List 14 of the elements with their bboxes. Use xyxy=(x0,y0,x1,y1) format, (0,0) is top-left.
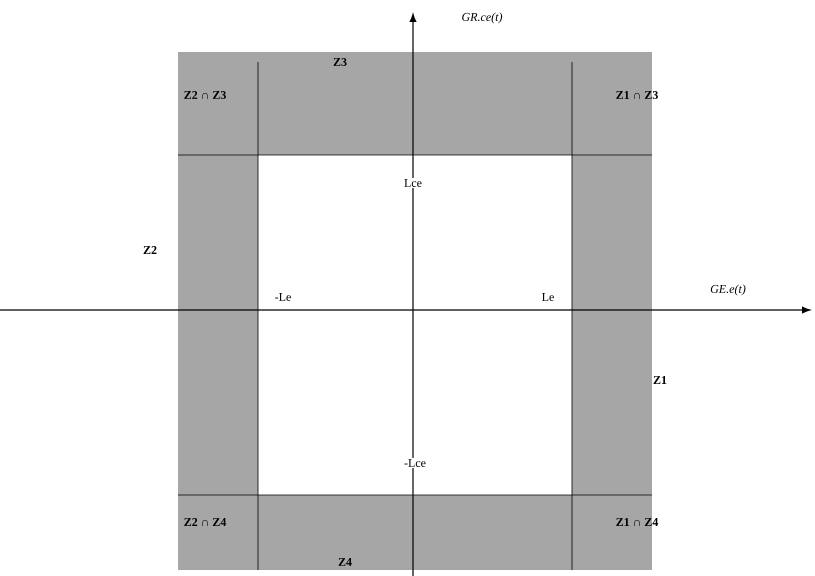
tick-label: -Lce xyxy=(403,458,427,468)
axis-label: GE.e(t) xyxy=(710,284,746,296)
zone-label: Z1 ∩ Z4 xyxy=(616,518,658,526)
zone-label: Z2 xyxy=(144,246,156,254)
zone-label: Z2 ∩ Z4 xyxy=(184,518,226,526)
zone-label: Z4 xyxy=(338,558,352,566)
axis-label: GR.ce(t) xyxy=(462,12,502,24)
zone-label: Z2 ∩ Z3 xyxy=(184,90,226,100)
tick-label: Lce xyxy=(403,178,423,188)
tick-label: Le xyxy=(540,292,556,302)
zone-label: Z1 ∩ Z3 xyxy=(616,90,658,100)
zone-label: Z1 xyxy=(654,376,666,384)
zone-label: Z3 xyxy=(334,58,347,66)
tick-label: -Le xyxy=(274,292,292,302)
